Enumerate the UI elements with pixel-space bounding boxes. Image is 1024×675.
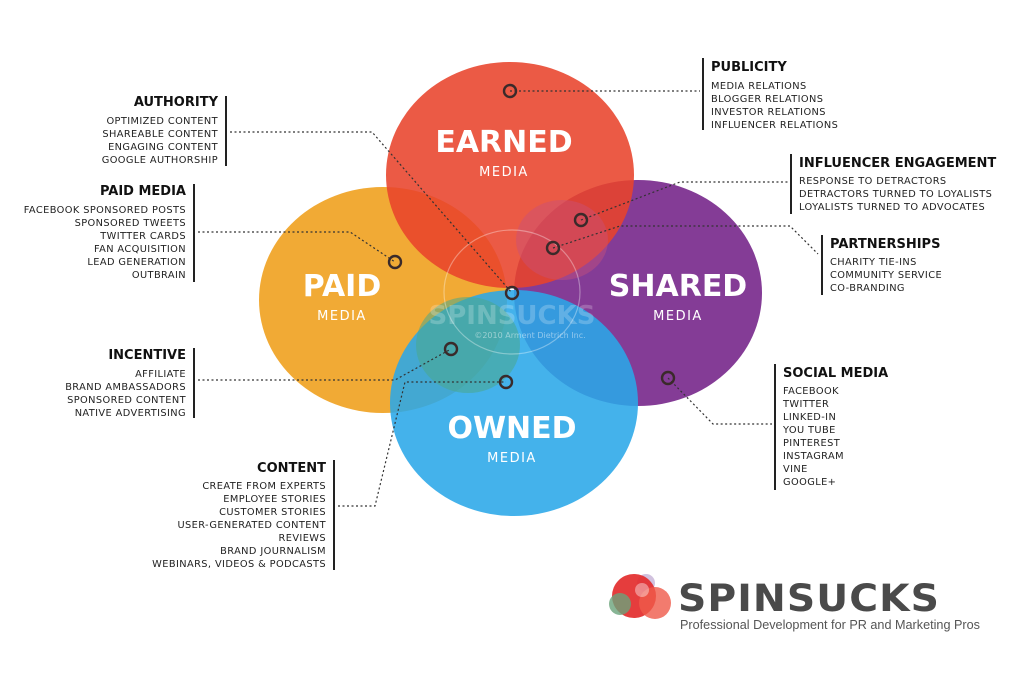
- group-item: REVIEWS: [279, 533, 326, 544]
- leader-incentive: [198, 348, 452, 381]
- group-item: BRAND JOURNALISM: [220, 546, 326, 557]
- shared-subtitle: MEDIA: [653, 309, 703, 324]
- dot-partnerships: [545, 240, 561, 256]
- group-item: VINE: [783, 464, 808, 475]
- logo-name: SPINSUCKS: [678, 577, 940, 620]
- group-item: PINTEREST: [783, 438, 841, 449]
- group-item: NATIVE ADVERTISING: [75, 408, 186, 419]
- group-partnerships: PARTNERSHIPS CHARITY TIE-INS COMMUNITY S…: [821, 235, 942, 295]
- dot-influencer: [573, 212, 589, 228]
- dot-content: [498, 374, 514, 390]
- group-item: RESPONSE TO DETRACTORS: [799, 176, 947, 187]
- group-title: PAID MEDIA: [100, 184, 186, 199]
- dot-incentive: [443, 341, 459, 357]
- group-social-media: SOCIAL MEDIA FACEBOOK TWITTER LINKED-IN …: [774, 364, 888, 490]
- earned-subtitle: MEDIA: [479, 165, 529, 180]
- group-item: LOYALISTS TURNED TO ADVOCATES: [799, 202, 985, 213]
- shared-title: SHARED: [609, 269, 747, 304]
- center-ring: [443, 229, 581, 355]
- group-item: FAN ACQUISITION: [94, 244, 186, 255]
- group-item: USER-GENERATED CONTENT: [177, 520, 326, 531]
- paid-title: PAID: [303, 269, 382, 304]
- group-item: INSTAGRAM: [783, 451, 844, 462]
- group-title: INFLUENCER ENGAGEMENT: [799, 156, 996, 171]
- paid-subtitle: MEDIA: [317, 309, 367, 324]
- group-title: CONTENT: [257, 461, 326, 476]
- group-item: CO-BRANDING: [830, 283, 905, 294]
- watermark-text: SPINSUCKS: [428, 301, 595, 331]
- group-item: GOOGLE AUTHORSHIP: [102, 155, 218, 166]
- group-item: SPONSORED CONTENT: [67, 395, 187, 406]
- group-item: FACEBOOK SPONSORED POSTS: [24, 205, 186, 216]
- group-item: TWITTER CARDS: [99, 231, 186, 242]
- group-item: OUTBRAIN: [132, 270, 186, 281]
- group-item: AFFILIATE: [135, 369, 186, 380]
- group-item: DETRACTORS TURNED TO LOYALISTS: [799, 189, 992, 200]
- group-item: MEDIA RELATIONS: [711, 81, 807, 92]
- dot-authority: [504, 285, 520, 301]
- watermark-copyright: ©2010 Arment Dietrich Inc.: [474, 331, 585, 340]
- earned-media-circle: [386, 62, 634, 288]
- group-item: WEBINARS, VIDEOS & PODCASTS: [152, 559, 326, 570]
- group-title: PUBLICITY: [711, 60, 787, 75]
- group-item: SPONSORED TWEETS: [75, 218, 186, 229]
- group-influencer-engagement: INFLUENCER ENGAGEMENT RESPONSE TO DETRAC…: [790, 154, 996, 214]
- group-item: FACEBOOK: [783, 386, 839, 397]
- group-paid-media: PAID MEDIA FACEBOOK SPONSORED POSTS SPON…: [24, 184, 195, 282]
- group-title: AUTHORITY: [134, 95, 219, 110]
- group-item: BRAND AMBASSADORS: [65, 382, 186, 393]
- group-item: EMPLOYEE STORIES: [223, 494, 326, 505]
- group-item: SHAREABLE CONTENT: [102, 129, 218, 140]
- group-item: ENGAGING CONTENT: [108, 142, 219, 153]
- group-item: INFLUENCER RELATIONS: [711, 120, 838, 131]
- leader-lines: [198, 90, 819, 507]
- dot-paid-media: [387, 254, 403, 270]
- leader-social-media: [667, 377, 772, 425]
- group-item: LINKED-IN: [783, 412, 836, 423]
- earned-title: EARNED: [435, 125, 572, 160]
- logo-tagline: Professional Development for PR and Mark…: [680, 618, 980, 632]
- group-incentive: INCENTIVE AFFILIATE BRAND AMBASSADORS SP…: [65, 348, 195, 419]
- leader-paid-media: [198, 231, 396, 263]
- bubbles-logo-icon: [609, 574, 671, 619]
- group-item: INVESTOR RELATIONS: [711, 107, 826, 118]
- group-title: SOCIAL MEDIA: [783, 366, 888, 381]
- group-item: YOU TUBE: [782, 425, 836, 436]
- owned-title: OWNED: [447, 411, 576, 446]
- spinsucks-logo: SPINSUCKS Professional Development for P…: [609, 574, 980, 632]
- group-item: COMMUNITY SERVICE: [830, 270, 942, 281]
- group-item: BLOGGER RELATIONS: [711, 94, 823, 105]
- group-item: GOOGLE+: [783, 477, 836, 488]
- dot-social-media: [660, 370, 676, 386]
- venn-circles: [259, 62, 762, 516]
- group-item: TWITTER: [782, 399, 829, 410]
- group-item: LEAD GENERATION: [87, 257, 186, 268]
- overlap-highlight: [516, 200, 608, 280]
- leader-authority: [230, 131, 513, 294]
- group-publicity: PUBLICITY MEDIA RELATIONS BLOGGER RELATI…: [702, 58, 838, 131]
- group-content: CONTENT CREATE FROM EXPERTS EMPLOYEE STO…: [152, 460, 335, 570]
- group-item: OPTIMIZED CONTENT: [106, 116, 218, 127]
- group-title: PARTNERSHIPS: [830, 237, 940, 252]
- overlap-highlight: [416, 297, 520, 393]
- owned-subtitle: MEDIA: [487, 451, 537, 466]
- leader-content: [338, 381, 506, 507]
- group-item: CREATE FROM EXPERTS: [202, 481, 326, 492]
- group-item: CUSTOMER STORIES: [219, 507, 326, 518]
- connector-dots: [387, 83, 676, 390]
- group-title: INCENTIVE: [108, 348, 186, 363]
- group-authority: AUTHORITY OPTIMIZED CONTENT SHAREABLE CO…: [102, 95, 227, 166]
- dot-publicity: [502, 83, 518, 99]
- group-item: CHARITY TIE-INS: [830, 257, 917, 268]
